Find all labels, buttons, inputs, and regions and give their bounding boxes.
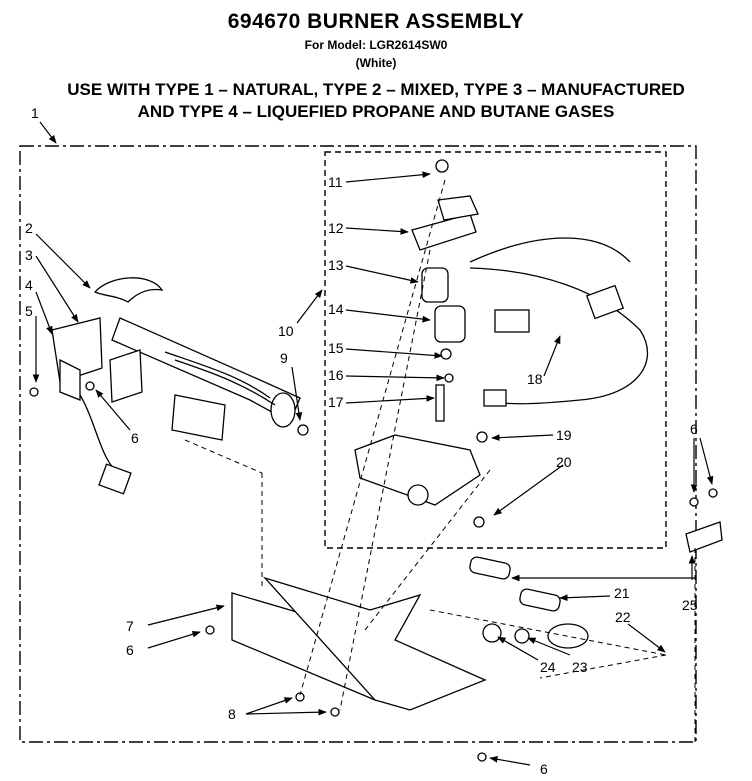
page-title: 694670 BURNER ASSEMBLY [227,10,525,33]
callout-3: 3 [25,247,33,263]
burner-tube-inlet [270,392,296,428]
callout-9: 9 [280,350,288,366]
callout-25: 25 [682,597,698,613]
callout-6: 6 [131,430,139,446]
orifice [514,628,530,644]
callout-8: 8 [228,706,236,722]
screw [205,625,215,635]
screw [29,387,39,397]
harness-connector [494,309,530,333]
callout-22: 22 [615,609,631,625]
sensor-bracket [109,349,143,403]
callout-21: 21 [614,585,630,601]
leader-lines [32,121,714,766]
screw [477,752,487,762]
callout-5: 5 [25,303,33,319]
usage-note-line-2: AND TYPE 4 – LIQUEFIED PROPANE AND BUTAN… [137,102,615,121]
screw [440,348,452,360]
gas-valve-body [354,434,481,506]
callout-14: 14 [328,301,344,317]
spring [435,384,445,422]
callouts: 1 2 3 4 5 6 7 6 8 9 10 11 12 13 14 15 16… [25,105,698,777]
screw [85,381,95,391]
callout-1: 1 [31,105,39,121]
union-nut [482,623,502,643]
flame-spreader [93,277,164,303]
screw [473,516,485,528]
pipe-nipple [469,556,511,580]
parts-drawing [29,159,723,762]
callout-10: 10 [278,323,294,339]
callout-6-c: 6 [690,421,698,437]
screw [435,159,449,173]
callout-17: 17 [328,394,344,410]
callout-12: 12 [328,220,344,236]
air-shutter [547,623,589,649]
screw [444,373,454,383]
ignitor-mount [59,358,81,401]
clamp [685,521,723,553]
callout-6-b: 6 [126,642,134,658]
callout-11: 11 [328,174,343,190]
secondary-coil [421,267,449,303]
ignitor-connector [98,463,132,495]
callout-15: 15 [328,340,344,356]
screw [708,488,718,498]
callout-2: 2 [25,220,33,236]
callout-16: 16 [328,367,344,383]
screw [295,692,305,702]
screw [297,424,309,436]
callout-6-d: 6 [540,761,548,777]
callout-4: 4 [25,277,33,293]
callout-13: 13 [328,257,344,273]
usage-note-line-1: USE WITH TYPE 1 – NATURAL, TYPE 2 – MIXE… [67,80,685,99]
callout-24: 24 [540,659,556,675]
callout-20: 20 [556,454,572,470]
igniter-leads-2 [164,351,271,399]
model-color: (White) [355,56,397,70]
callout-7: 7 [126,618,134,634]
alignment-lines [184,179,696,742]
harness-plug [585,284,625,320]
model-number: For Model: LGR2614SW0 [304,38,448,52]
screw [476,431,488,443]
callout-18: 18 [527,371,543,387]
assembly-outer-boundary [19,145,697,743]
primary-coil [434,305,466,343]
ignitor-wire [79,394,116,471]
callout-19: 19 [556,427,572,443]
screw [330,707,340,717]
callout-23: 23 [572,659,588,675]
igniter-leads [174,359,276,406]
screw [689,497,699,507]
pipe-fitting [519,588,561,612]
harness-terminal [483,389,507,407]
valve-assembly-boundary [324,151,667,549]
coil-bracket-top [437,195,479,221]
valve-outlet [407,484,429,506]
flame-sensor [171,394,226,441]
burner-base-plate [262,576,487,711]
wire-harness [469,237,649,405]
